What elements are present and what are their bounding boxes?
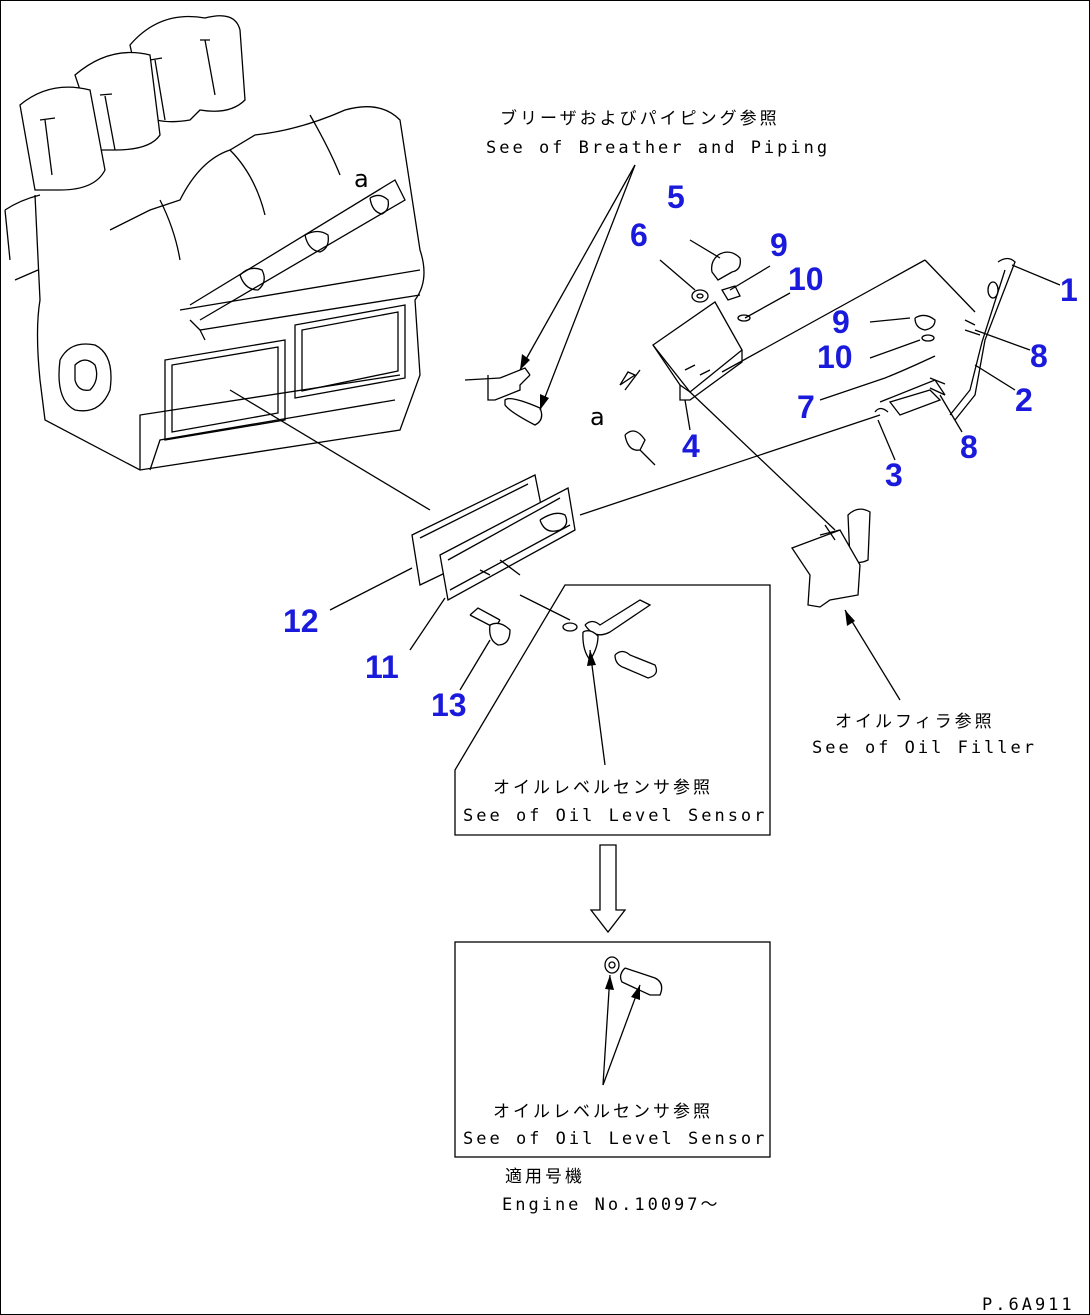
- callout-11: 11: [365, 649, 399, 685]
- oil-level-sensor-box-2: [454, 941, 771, 1158]
- level-gauge-assembly: [874, 257, 1016, 421]
- callout-1: 1: [1060, 272, 1078, 308]
- callout-4: 4: [682, 428, 700, 464]
- oil-level-ref-en: See of Oil Level Sensor: [463, 806, 767, 826]
- oil-filler-ref-en: See of Oil Filler: [812, 738, 1037, 758]
- callout-13: 13: [431, 687, 467, 723]
- callout-9-lower: 9: [832, 304, 850, 340]
- breather-clamp: [464, 367, 543, 426]
- callout-3: 3: [885, 457, 903, 493]
- callout-leaders: [329, 239, 1061, 691]
- callout-10-lower: 10: [817, 339, 853, 375]
- breather-ref-en: See of Breather and Piping: [486, 138, 830, 158]
- marker-a-engine: a: [354, 165, 369, 193]
- oil-level-ref2-en: See of Oil Level Sensor: [463, 1129, 767, 1149]
- oil-level-ref-jp: オイルレベルセンサ参照: [493, 778, 713, 798]
- oil-level-sensor-box: [454, 584, 771, 836]
- drawing-code: P.6A911: [982, 1295, 1075, 1315]
- bolt-13: [469, 607, 511, 646]
- bracket-4: [619, 251, 751, 466]
- oil-filler: [791, 508, 871, 608]
- applicable-en: Engine No.10097〜: [502, 1195, 721, 1215]
- callout-8-upper: 8: [1030, 338, 1048, 374]
- applicable-jp: 適用号機: [505, 1167, 585, 1187]
- callout-10-upper: 10: [788, 261, 824, 297]
- callout-8-lower: 8: [960, 429, 978, 465]
- breather-ref-jp: ブリーザおよびパイピング参照: [500, 108, 780, 129]
- callout-9-upper: 9: [770, 227, 788, 263]
- callout-7: 7: [797, 389, 815, 425]
- callout-2: 2: [1015, 382, 1033, 418]
- callout-5: 5: [667, 179, 685, 215]
- marker-a-bracket: a: [590, 403, 605, 431]
- oil-filler-ref-jp: オイルフィラ参照: [835, 712, 995, 732]
- callout-12: 12: [283, 603, 319, 639]
- gasket-and-cover: [411, 474, 576, 602]
- callout-6: 6: [630, 217, 648, 253]
- engine-block: [4, 15, 425, 471]
- oil-level-ref2-jp: オイルレベルセンサ参照: [493, 1102, 713, 1122]
